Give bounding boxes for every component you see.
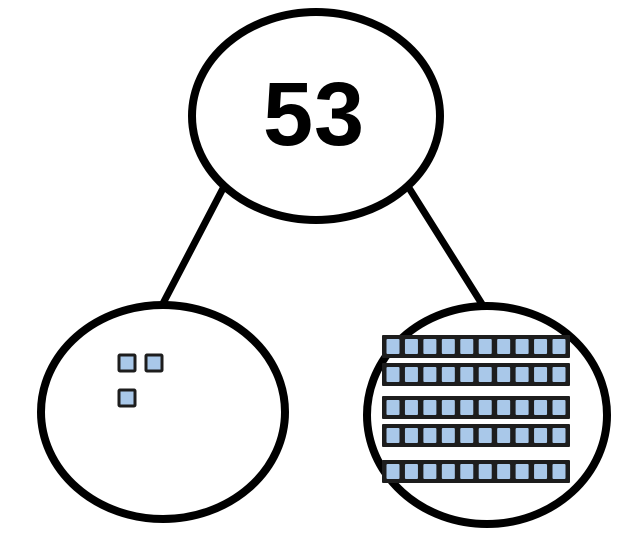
tens-rod-cell	[497, 400, 511, 415]
tens-rod-cell	[515, 367, 529, 382]
tens-rod-cell	[497, 464, 511, 479]
tens-rod-cell	[460, 428, 474, 443]
tens-rod-cell	[478, 339, 492, 354]
tens-rod-cell	[460, 400, 474, 415]
tens-rod-cell	[441, 400, 455, 415]
part-ones-circle	[37, 301, 289, 523]
tens-rod-cell	[423, 367, 437, 382]
whole-circle	[188, 8, 444, 224]
tens-rod-cell	[386, 339, 400, 354]
tens-rod-cell	[423, 400, 437, 415]
tens-rod-cell	[441, 367, 455, 382]
whole-value-label: 53	[263, 65, 365, 165]
ones-unit-block	[144, 353, 164, 373]
tens-rod-cell	[460, 367, 474, 382]
tens-rod-cell	[460, 339, 474, 354]
tens-rod-cell	[552, 339, 566, 354]
tens-rod-cell	[497, 367, 511, 382]
tens-rod-cell	[460, 464, 474, 479]
tens-rod-cell	[404, 428, 418, 443]
ones-unit-block	[117, 353, 137, 373]
tens-rod-cell	[404, 464, 418, 479]
tens-rod-cell	[423, 428, 437, 443]
tens-rod-cell	[386, 464, 400, 479]
tens-rod-cell	[478, 428, 492, 443]
tens-rod-cell	[423, 464, 437, 479]
tens-rod-cell	[423, 339, 437, 354]
tens-rod-cell	[386, 367, 400, 382]
tens-rod-cell	[515, 339, 529, 354]
tens-rod-cell	[534, 428, 548, 443]
tens-rod-cell	[497, 428, 511, 443]
tens-rods	[382, 335, 570, 483]
tens-rod-cell	[534, 464, 548, 479]
tens-rod-cell	[386, 428, 400, 443]
tens-rod-cell	[534, 367, 548, 382]
tens-rod-cell	[497, 339, 511, 354]
tens-rod-cell	[386, 400, 400, 415]
tens-rod-cell	[552, 400, 566, 415]
tens-rod-cell	[441, 464, 455, 479]
tens-rod-cell	[552, 367, 566, 382]
tens-rod-cell	[515, 464, 529, 479]
tens-rod-cell	[515, 400, 529, 415]
tens-rod-cell	[478, 400, 492, 415]
tens-rod-cell	[552, 464, 566, 479]
ones-blocks	[117, 353, 164, 408]
tens-rod-cell	[478, 464, 492, 479]
ones-unit-block	[117, 388, 137, 408]
tens-rod-cell	[441, 428, 455, 443]
tens-rod-cell	[404, 400, 418, 415]
connector-left-branch	[154, 171, 234, 317]
tens-rod-cell	[515, 428, 529, 443]
tens-rod-cell	[534, 400, 548, 415]
connector-right-branch	[400, 176, 491, 316]
connectors	[154, 171, 491, 317]
tens-rod-cell	[441, 339, 455, 354]
tens-rod-cell	[552, 428, 566, 443]
tens-rod-cell	[534, 339, 548, 354]
tens-rod-cell	[404, 367, 418, 382]
tens-rod-cell	[404, 339, 418, 354]
tens-rod-cell	[478, 367, 492, 382]
